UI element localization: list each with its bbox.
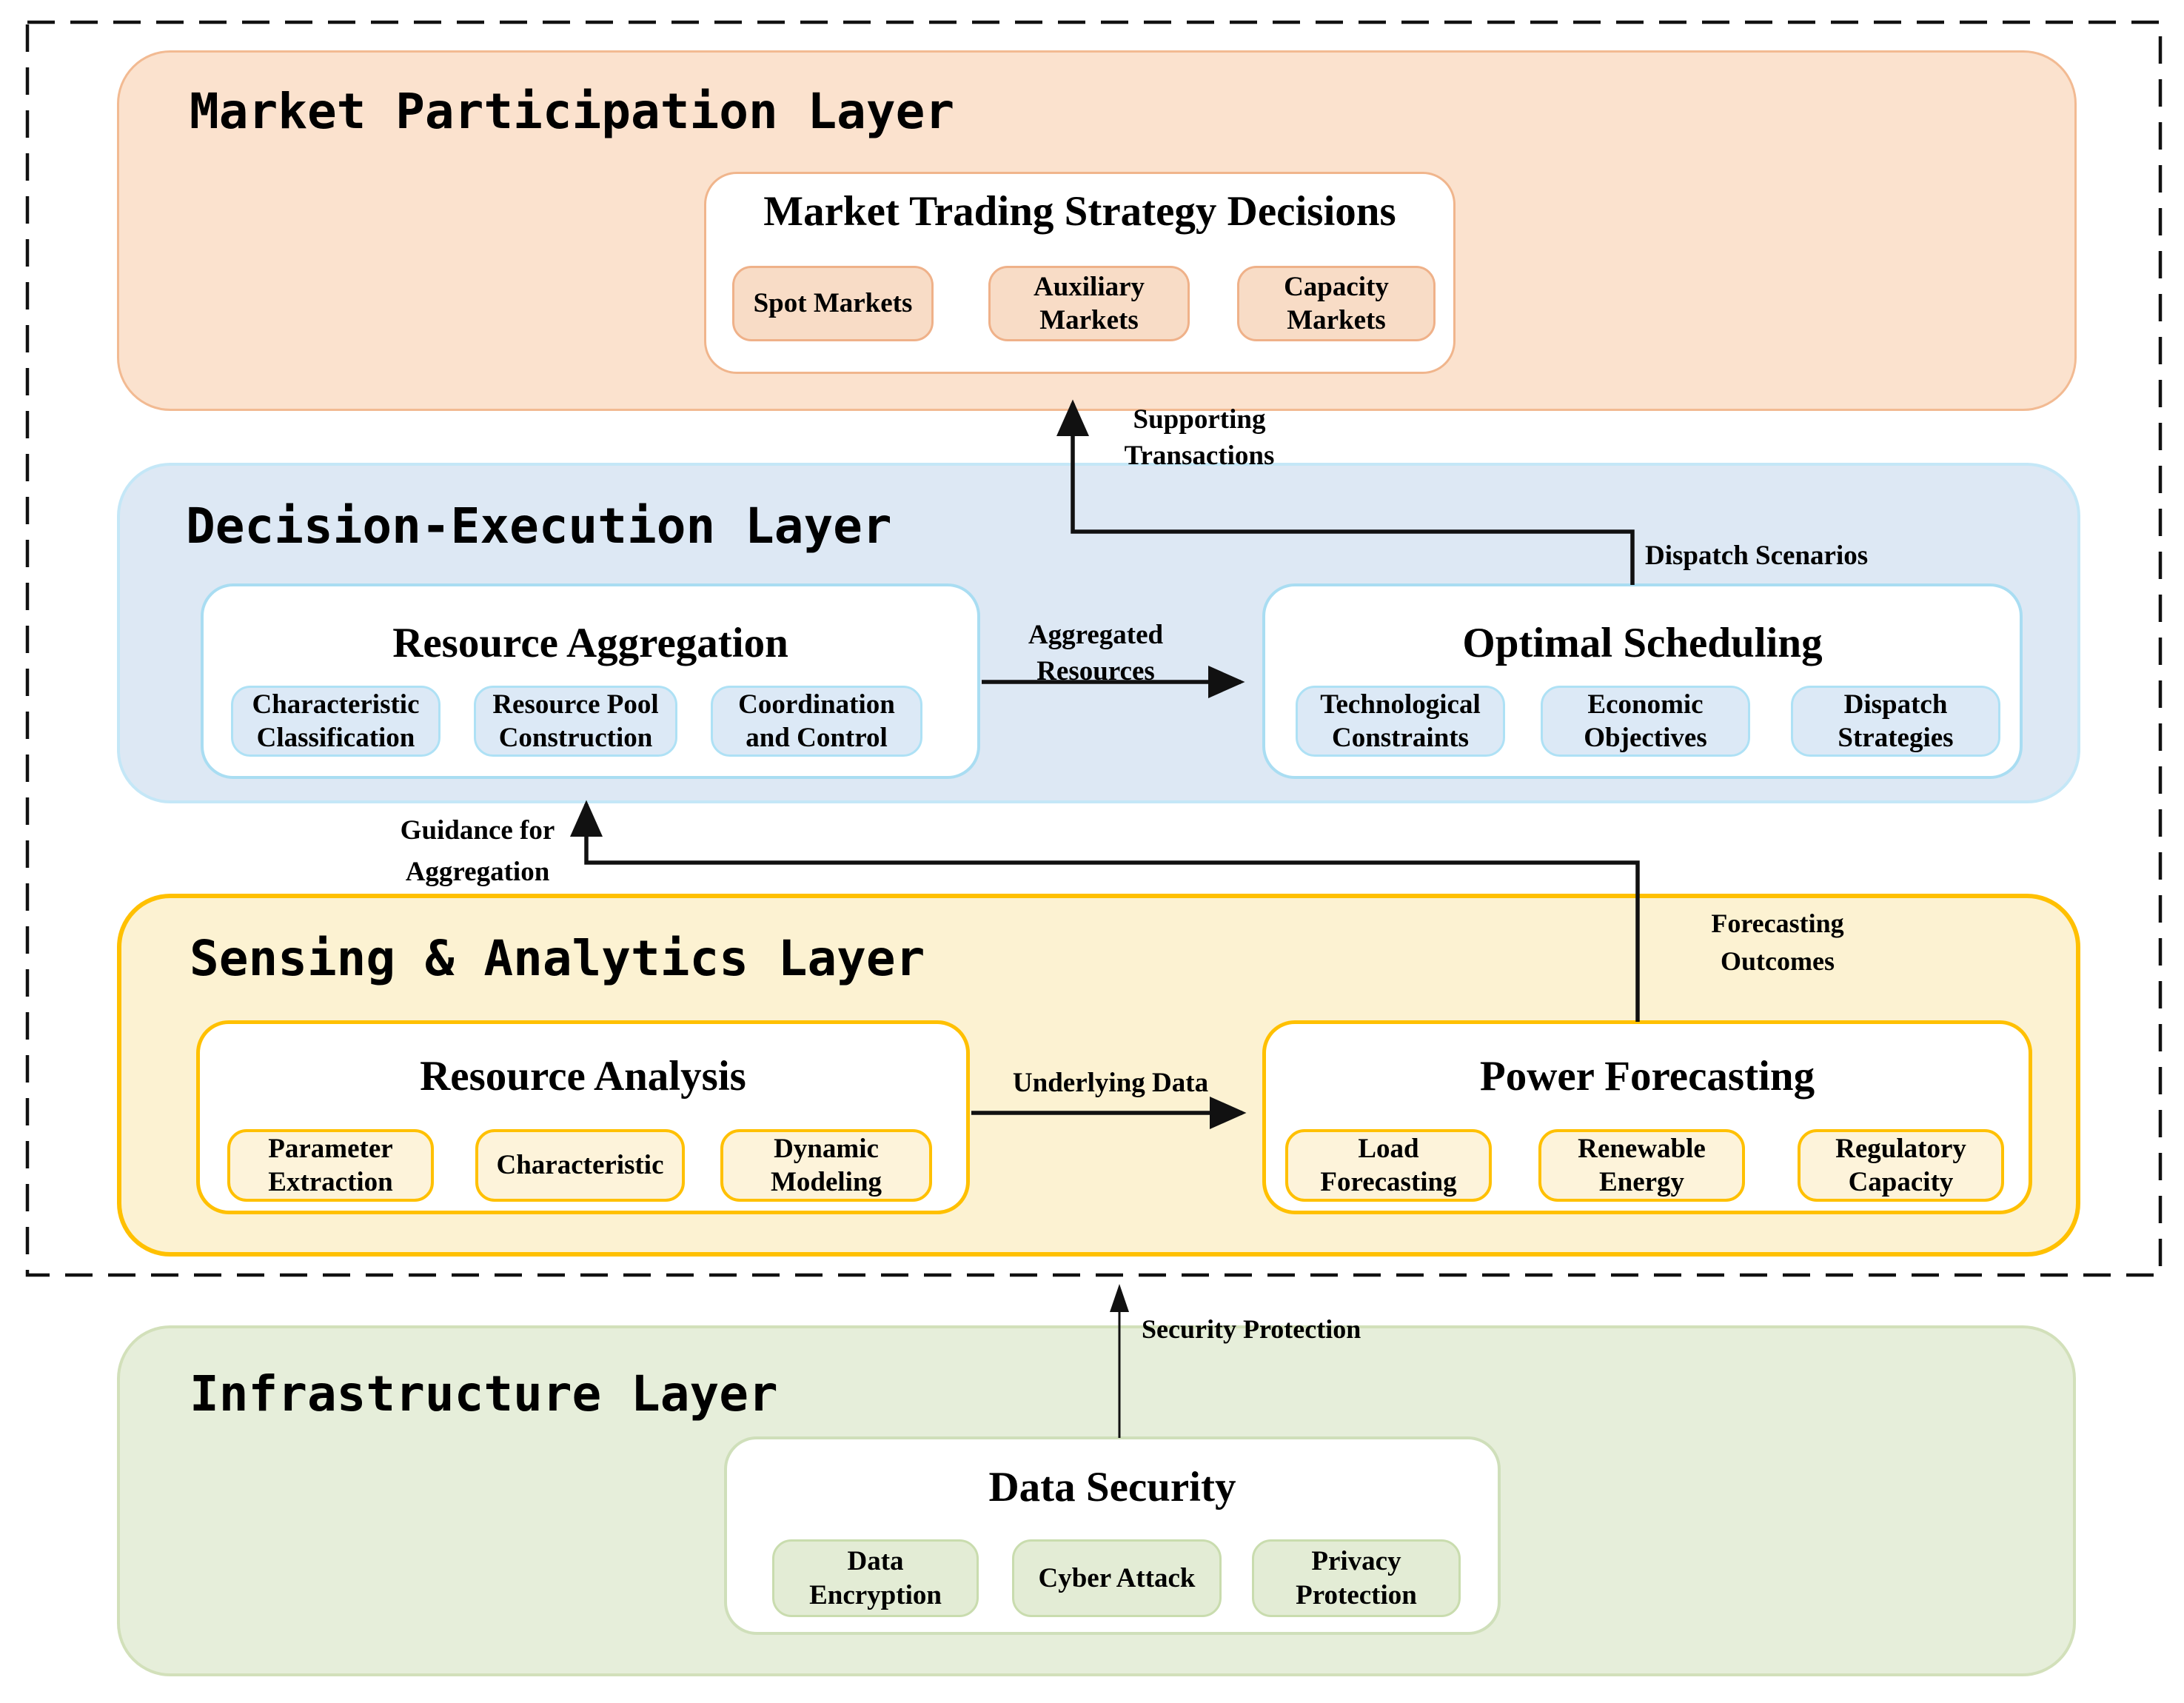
infrastructure-layer-title: Infrastructure Layer [190,1365,778,1422]
dispatch-scenarios-label: Dispatch Scenarios [1645,541,1869,571]
regulatory-capacity-chip: Regulatory Capacity [1798,1129,2004,1202]
power-forecasting-box: Power Forecasting Load Forecasting Renew… [1262,1020,2032,1214]
resource-aggregation-title: Resource Aggregation [392,620,788,666]
parameter-extraction-chip: Parameter Extraction [227,1129,434,1202]
dispatch-strategies-chip: Dispatch Strategies [1791,686,2000,757]
market-layer-title: Market Participation Layer [190,83,955,140]
resource-aggregation-box: Resource Aggregation Characteristic Clas… [201,583,980,779]
resource-analysis-title: Resource Analysis [420,1053,746,1100]
data-security-box: Data Security Data Encryption Cyber Atta… [724,1436,1501,1635]
spot-markets-chip: Spot Markets [732,266,934,341]
sensing-layer-title: Sensing & Analytics Layer [190,930,925,987]
underlying-data-label: Underlying Data [1012,1068,1209,1098]
supporting-transactions-label: Supporting Transactions [1124,404,1275,472]
data-encryption-chip: Data Encryption [772,1539,979,1617]
forecasting-outcomes-label: Forecasting Outcomes [1711,909,1844,977]
resource-pool-construction-chip: Resource Pool Construction [474,686,677,757]
coordination-and-control-chip: Coordination and Control [711,686,922,757]
characteristic-classification-chip: Characteristic Classification [231,686,441,757]
aggregated-resources-label: Aggregated Resources [1028,620,1164,687]
dynamic-modeling-chip: Dynamic Modeling [720,1129,932,1202]
power-forecasting-title: Power Forecasting [1479,1053,1815,1100]
auxiliary-markets-chip: Auxiliary Markets [988,266,1190,341]
technological-constraints-chip: Technological Constraints [1296,686,1505,757]
capacity-markets-chip: Capacity Markets [1237,266,1436,341]
market-trading-strategy-box: Market Trading Strategy Decisions Spot M… [704,172,1456,374]
privacy-protection-chip: Privacy Protection [1252,1539,1461,1617]
market-trading-strategy-title: Market Trading Strategy Decisions [763,188,1396,235]
characteristic-chip: Characteristic [475,1129,685,1202]
data-security-title: Data Security [988,1464,1236,1510]
load-forecasting-chip: Load Forecasting [1285,1129,1492,1202]
guidance-for-aggregation-label: Guidance for Aggregation [400,815,555,887]
optimal-scheduling-box: Optimal Scheduling Technological Constra… [1262,583,2023,779]
economic-objectives-chip: Economic Objectives [1541,686,1750,757]
optimal-scheduling-title: Optimal Scheduling [1462,620,1823,666]
resource-analysis-box: Resource Analysis Parameter Extraction C… [196,1020,970,1214]
cyber-attack-chip: Cyber Attack [1012,1539,1222,1617]
security-protection-label: Security Protection [1142,1314,1361,1344]
renewable-energy-chip: Renewable Energy [1538,1129,1745,1202]
decision-layer-title: Decision-Execution Layer [186,498,892,555]
